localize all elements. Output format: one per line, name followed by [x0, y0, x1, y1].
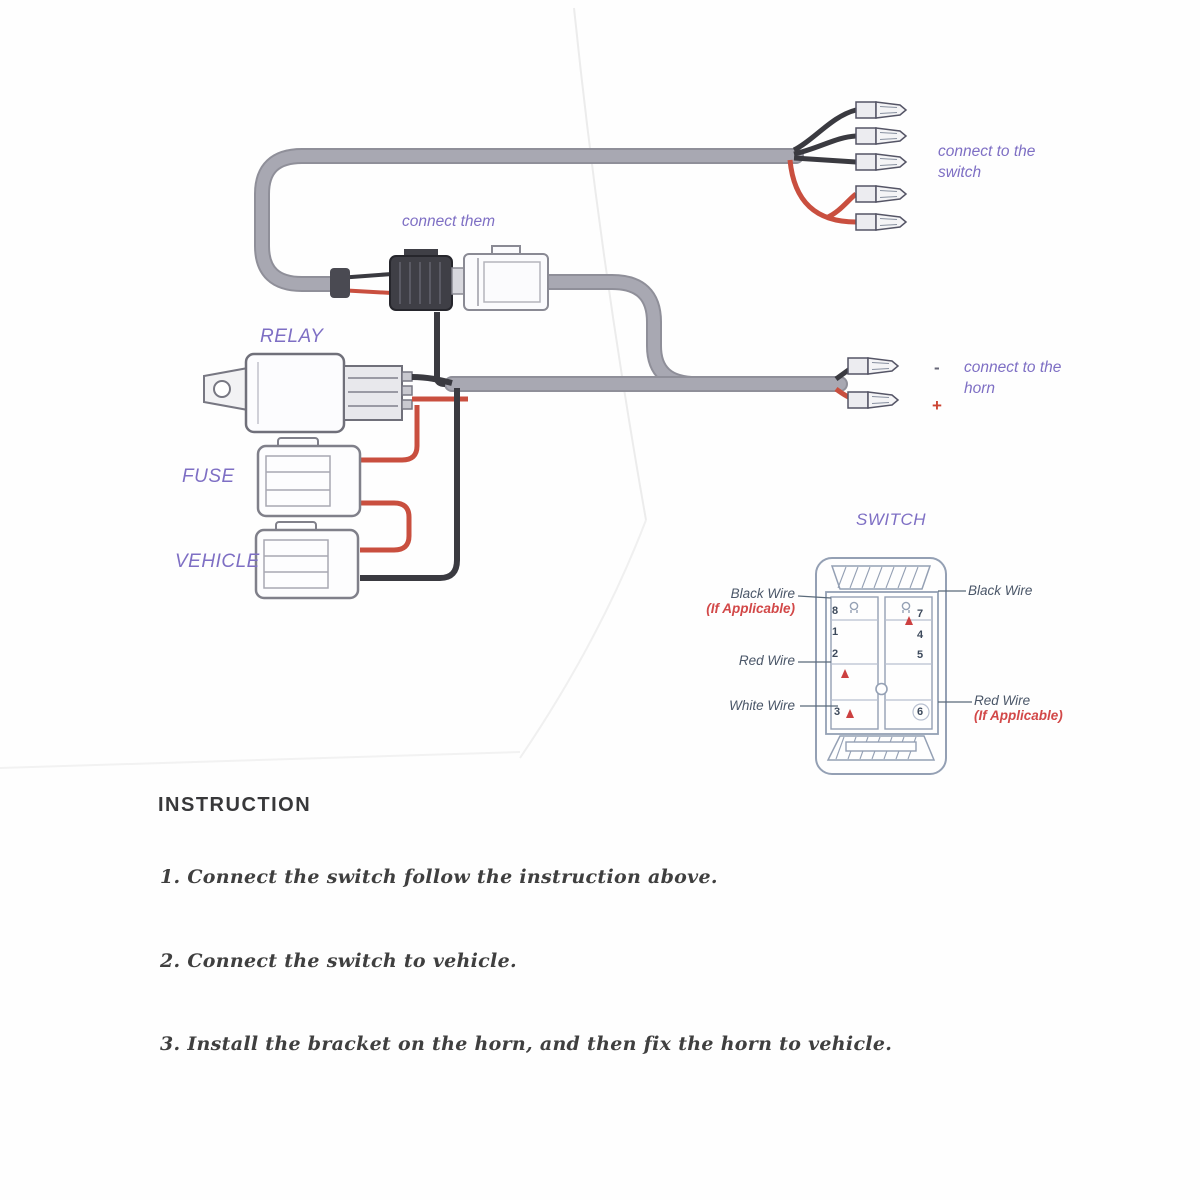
rocker-hatching-top — [837, 566, 919, 589]
vehicle-connector — [254, 521, 360, 600]
switch-terminals — [855, 101, 907, 231]
switch-left-channel — [830, 596, 879, 730]
spade-terminal — [847, 391, 899, 409]
pin-7: 7 — [917, 608, 924, 620]
spade-terminal — [855, 213, 907, 231]
horn-terminals — [847, 357, 899, 409]
black-wire-left-label: Black Wire — [730, 586, 795, 601]
connect-to-horn-label: connect to the horn — [964, 359, 1062, 397]
fuse-body — [256, 444, 362, 518]
label-leader-lines — [797, 590, 972, 707]
red-wire-left-label: Red Wire — [738, 653, 795, 668]
inline-connector-wires — [330, 268, 393, 298]
red-wire-right-label: Red Wire — [974, 693, 1031, 708]
pin-3: 3 — [834, 706, 841, 718]
white-connector — [463, 253, 549, 311]
relay-body — [244, 352, 346, 434]
vehicle-label: VEHICLE — [175, 551, 260, 572]
tape-wrap — [330, 268, 350, 298]
black-wire-left-note: (If Applicable) — [706, 601, 795, 616]
inline-connector-pair — [389, 245, 549, 311]
spade-terminal — [855, 153, 907, 171]
switch-indicator-triangles — [841, 616, 913, 718]
switch-label: SWITCH — [856, 510, 927, 529]
spade-terminal — [855, 127, 907, 145]
black-connector-latch — [404, 249, 438, 258]
switch-bottom-bar — [845, 741, 917, 752]
mounting-hole — [213, 380, 231, 398]
lamp-icon-right — [901, 601, 911, 613]
paper-creases — [0, 7, 647, 769]
white-wire-left-label: White Wire — [729, 698, 795, 713]
relay-label: RELAY — [260, 326, 324, 347]
instruction-item-3: 3. Install the bracket on the horn, and … — [160, 1033, 893, 1055]
instruction-item-1: 1. Connect the switch follow the instruc… — [160, 866, 718, 888]
switch-pivot — [875, 682, 888, 696]
fuse-connector — [256, 437, 362, 518]
harness-cables — [254, 148, 848, 392]
spade-terminal — [847, 357, 899, 375]
vehicle-body — [254, 528, 360, 600]
pin-2: 2 — [832, 648, 839, 660]
switch-lead-wires — [787, 107, 858, 225]
switch-rocker-top — [830, 565, 932, 590]
pin-1: 1 — [832, 626, 839, 638]
fuse-label: FUSE — [182, 466, 235, 487]
spade-terminal — [855, 101, 907, 119]
plus-sign: + — [932, 396, 942, 415]
switch-right-channel — [884, 596, 933, 730]
relay-wires — [360, 312, 468, 581]
instruction-title: INSTRUCTION — [158, 794, 312, 816]
connect-to-switch-label: connect to the switch — [938, 143, 1036, 181]
instruction-item-2: 2. Connect the switch to vehicle. — [160, 950, 517, 972]
pin-4: 4 — [917, 629, 924, 641]
switch-body — [825, 591, 939, 735]
spade-terminal — [855, 185, 907, 203]
pin6-circle — [912, 703, 930, 721]
pin-5: 5 — [917, 649, 924, 661]
lamp-icon-left — [849, 601, 859, 613]
minus-sign: - — [934, 358, 940, 377]
connect-them-label: connect them — [402, 213, 496, 230]
red-wire-right-note: (If Applicable) — [974, 708, 1063, 723]
switch-rocker-bottom — [826, 735, 936, 761]
relay-assembly — [203, 352, 413, 434]
pin-6: 6 — [917, 706, 924, 718]
switch-housing — [815, 557, 947, 775]
black-wire-right-label: Black Wire — [968, 583, 1033, 598]
pin-8: 8 — [832, 605, 839, 617]
switch-detail-drawing — [815, 557, 947, 775]
connector-mating-gap — [451, 267, 465, 295]
